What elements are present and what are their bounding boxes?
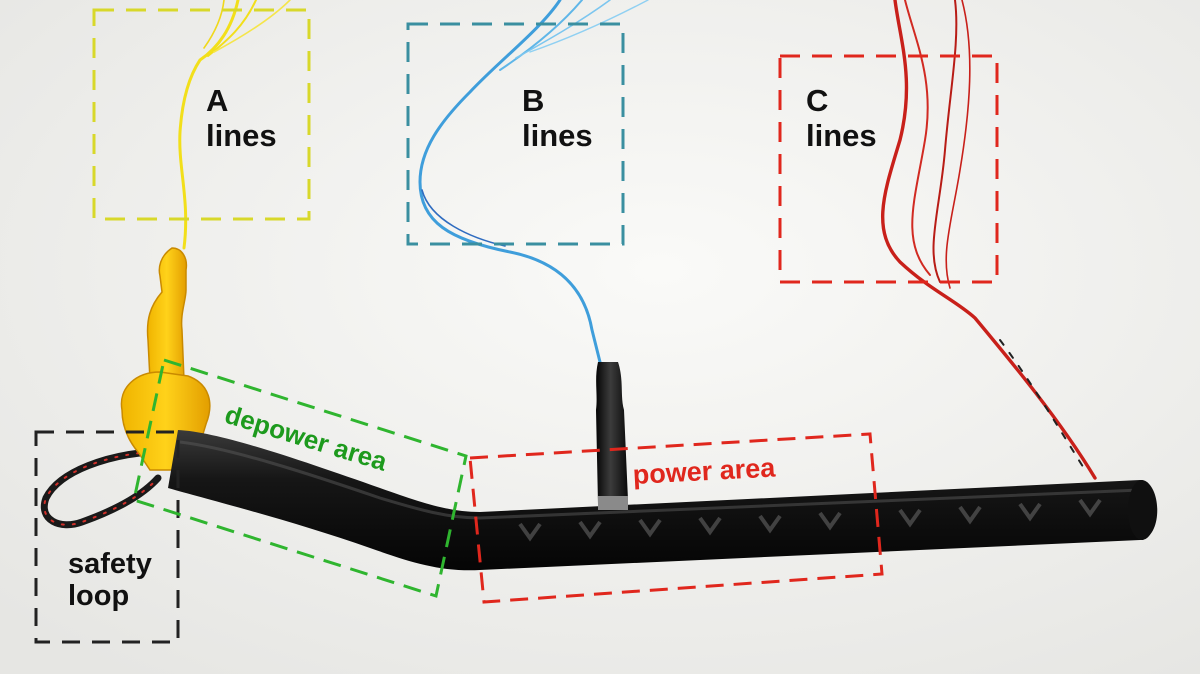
- b-lines-label-line2: lines: [522, 117, 593, 153]
- depower-area-box: [132, 358, 468, 598]
- c-lines-box: [778, 54, 999, 284]
- safety-loop-box: [34, 430, 180, 644]
- c-lines-label-line1: C: [806, 83, 829, 118]
- safety-loop-label: safety loop: [68, 548, 152, 613]
- b-lines-rope: [418, 0, 649, 364]
- safety-loop-label-line2: loop: [68, 580, 130, 613]
- c-lines-label: C lines: [806, 83, 877, 153]
- a-lines-label-line2: lines: [206, 117, 277, 153]
- a-lines-rope: [178, 0, 291, 250]
- a-lines-box: [92, 8, 311, 221]
- power-area-box: [468, 432, 884, 604]
- c-lines-rope: [880, 0, 1097, 480]
- c-lines-label-line2: lines: [806, 117, 877, 153]
- b-lines-label: B lines: [522, 83, 593, 153]
- b-lines-label-line1: B: [522, 83, 545, 118]
- safety-loop-label-line1: safety: [68, 548, 152, 580]
- a-lines-label-line1: A: [206, 83, 229, 118]
- a-lines-label: A lines: [206, 83, 277, 153]
- b-line-sleeve: [596, 362, 628, 510]
- b-lines-box: [406, 22, 625, 246]
